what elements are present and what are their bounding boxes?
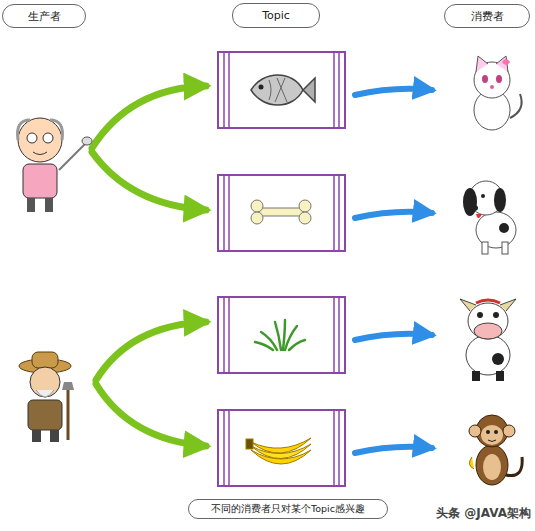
header-pill: 生产者 [2, 4, 86, 28]
note-box: 不同的消费者只对某个Topic感兴趣 [188, 499, 388, 519]
node-text: 生产者 [28, 9, 61, 24]
node-text: Topic [262, 9, 290, 22]
node-text: 不同的消费者只对某个Topic感兴趣 [211, 503, 365, 516]
header-pill: Topic [232, 3, 320, 28]
header-pill: 消费者 [444, 4, 530, 28]
node-text: 消费者 [471, 9, 504, 24]
watermark: 头条 @JAVA架构 [436, 505, 531, 522]
